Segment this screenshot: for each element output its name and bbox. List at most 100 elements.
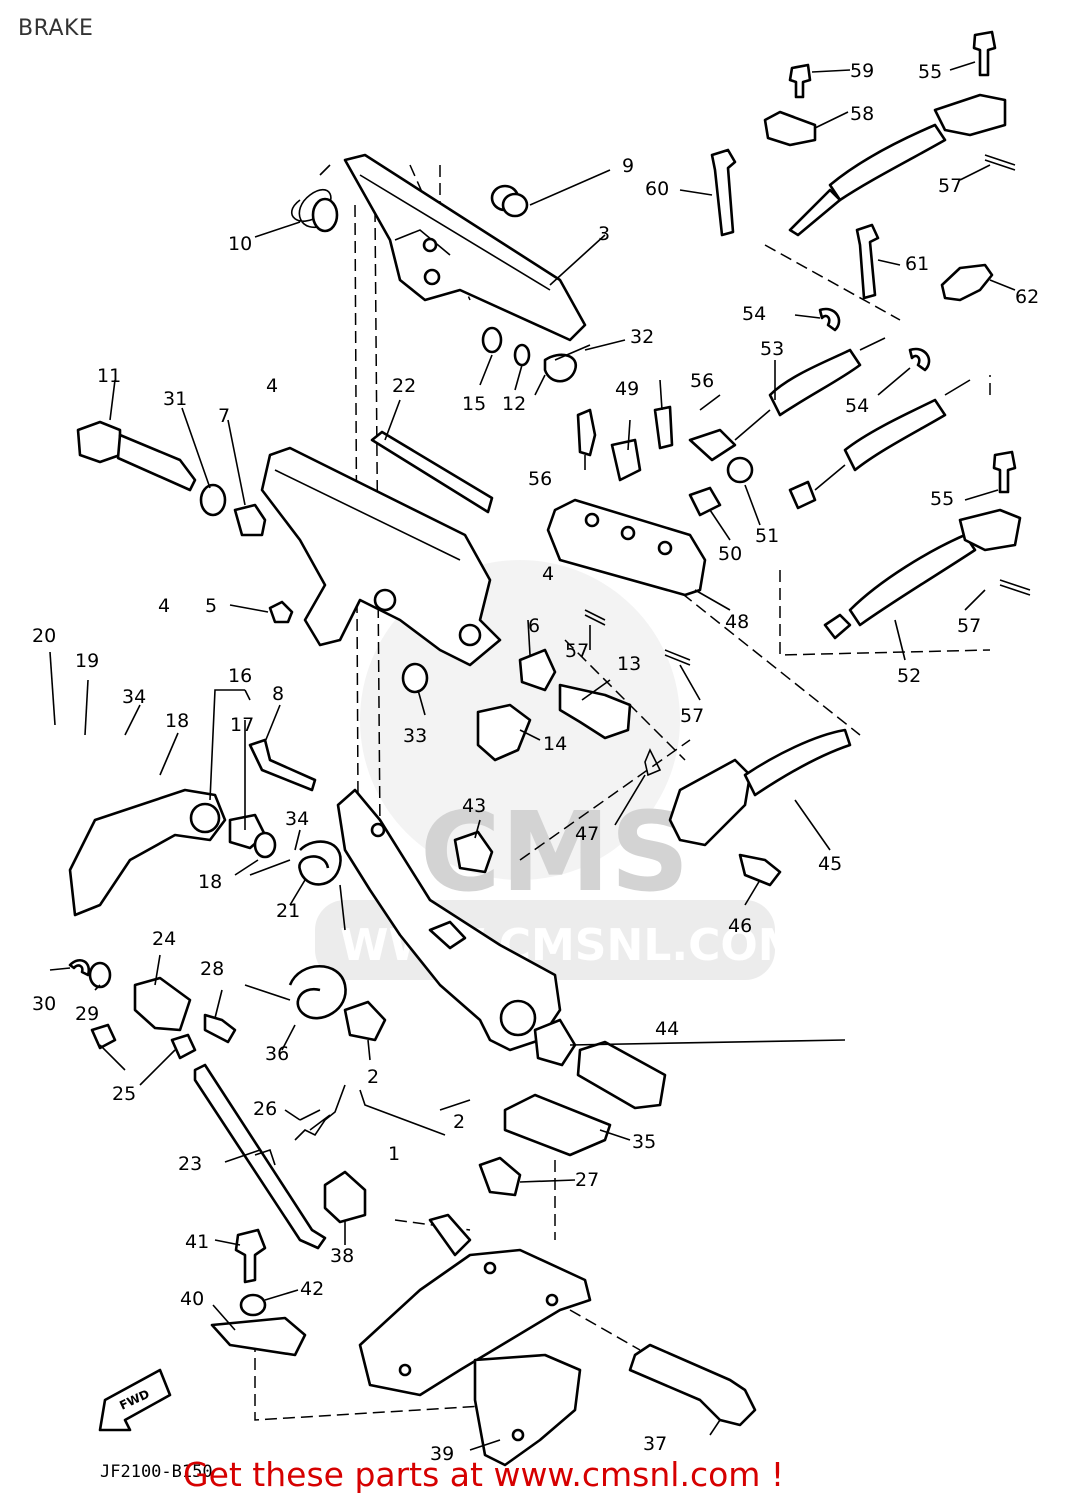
callout-57: 57 — [957, 615, 981, 637]
callout-40: 40 — [180, 1288, 204, 1310]
callout-27: 27 — [575, 1169, 599, 1191]
rod-22 — [370, 430, 494, 514]
callout-8: 8 — [272, 683, 284, 705]
adjuster-45-46-47 — [644, 728, 852, 887]
callout-34: 34 — [122, 686, 146, 708]
callout-30: 30 — [32, 993, 56, 1015]
callout-16: 16 — [228, 665, 252, 687]
callout-15: 15 — [462, 393, 486, 415]
callout-51: 51 — [755, 525, 779, 547]
fwd-direction-arrow: FWD — [98, 1368, 172, 1432]
callout-7: 7 — [218, 405, 230, 427]
callout-4: 4 — [158, 595, 170, 617]
leader-lines — [49, 61, 1016, 1451]
collars-and-pad — [323, 830, 667, 1224]
callout-36: 36 — [265, 1043, 289, 1065]
callout-labels: 1 2 2 3 4 4 4 5 6 7 8 9 10 11 12 13 14 1… — [32, 60, 1039, 1465]
callout-61: 61 — [905, 253, 929, 275]
callout-56: 56 — [528, 468, 552, 490]
callout-5: 5 — [205, 595, 217, 617]
callout-57: 57 — [938, 175, 962, 197]
callout-32: 32 — [630, 326, 654, 348]
brake-pedal-1 — [336, 788, 562, 1052]
callout-28: 28 — [200, 958, 224, 980]
ratchet-assembly-24 — [68, 959, 237, 1060]
callout-24: 24 — [152, 928, 176, 950]
rod-23 — [193, 1063, 327, 1250]
brake-pedal-arm — [343, 153, 587, 342]
callout-56: 56 — [690, 370, 714, 392]
callout-58: 58 — [850, 103, 874, 125]
small-hardware-5-6-13-14-33 — [268, 600, 632, 762]
callout-62: 62 — [1015, 286, 1039, 308]
callout-1: 1 — [388, 1143, 400, 1165]
callout-21: 21 — [276, 900, 300, 922]
callout-11: 11 — [97, 365, 121, 387]
callout-47: 47 — [575, 823, 599, 845]
callout-60: 60 — [645, 178, 669, 200]
callout-4: 4 — [542, 563, 554, 585]
callout-49: 49 — [615, 378, 639, 400]
callout-53: 53 — [760, 338, 784, 360]
callout-13: 13 — [617, 653, 641, 675]
bracket-assembly-4 — [260, 446, 502, 667]
washers-and-spring — [481, 326, 591, 396]
diagram-code: JF2100-B150 — [100, 1462, 213, 1482]
callout-55: 55 — [930, 488, 954, 510]
callout-57: 57 — [565, 640, 589, 662]
callout-10: 10 — [228, 233, 252, 255]
callout-41: 41 — [185, 1231, 209, 1253]
callout-45: 45 — [818, 853, 842, 875]
callout-19: 19 — [75, 650, 99, 672]
springs-21-36-26 — [244, 840, 347, 1141]
return-spring-10 — [291, 164, 339, 233]
callout-43: 43 — [462, 795, 486, 817]
base-bracket-39 — [358, 1213, 757, 1467]
callout-22: 22 — [392, 375, 416, 397]
callout-26: 26 — [253, 1098, 277, 1120]
callout-2: 2 — [453, 1111, 465, 1133]
callout-54: 54 — [742, 303, 766, 325]
shop-link[interactable]: Get these parts at www.cmsnl.com ! — [183, 1455, 785, 1494]
callout-38: 38 — [330, 1245, 354, 1267]
callout-57: 57 — [680, 705, 704, 727]
callout-18: 18 — [165, 710, 189, 732]
callout-59: 59 — [850, 60, 874, 82]
cable-block-48 — [546, 405, 707, 597]
callout-20: 20 — [32, 625, 56, 647]
clips-54-57 — [584, 154, 1031, 666]
bushing-9 — [490, 184, 529, 218]
callout-42: 42 — [300, 1278, 324, 1300]
callout-31: 31 — [163, 388, 187, 410]
callout-17: 17 — [230, 714, 254, 736]
callout-35: 35 — [632, 1131, 656, 1153]
callout-9: 9 — [622, 155, 634, 177]
callout-25: 25 — [112, 1083, 136, 1105]
callout-4: 4 — [266, 375, 278, 397]
callout-29: 29 — [75, 1003, 99, 1025]
callout-33: 33 — [403, 725, 427, 747]
pivot-bolt-11 — [76, 420, 267, 537]
callout-12: 12 — [502, 393, 526, 415]
top-right-hardware — [710, 30, 1017, 494]
callout-6: 6 — [528, 615, 540, 637]
callout-46: 46 — [728, 915, 752, 937]
callout-2: 2 — [367, 1066, 379, 1088]
callout-18: 18 — [198, 871, 222, 893]
callout-14: 14 — [543, 733, 567, 755]
callout-3: 3 — [598, 223, 610, 245]
callout-54: 54 — [845, 395, 869, 417]
callout-34: 34 — [285, 808, 309, 830]
cables — [688, 93, 1022, 640]
callout-37: 37 — [643, 1433, 667, 1455]
callout-44: 44 — [655, 1018, 679, 1040]
callout-39: 39 — [430, 1443, 454, 1465]
callout-50: 50 — [718, 543, 742, 565]
page-title: BRAKE — [18, 16, 94, 41]
callout-23: 23 — [178, 1153, 202, 1175]
stopper-40-41-42 — [210, 1228, 307, 1357]
callout-55: 55 — [918, 61, 942, 83]
callout-52: 52 — [897, 665, 921, 687]
